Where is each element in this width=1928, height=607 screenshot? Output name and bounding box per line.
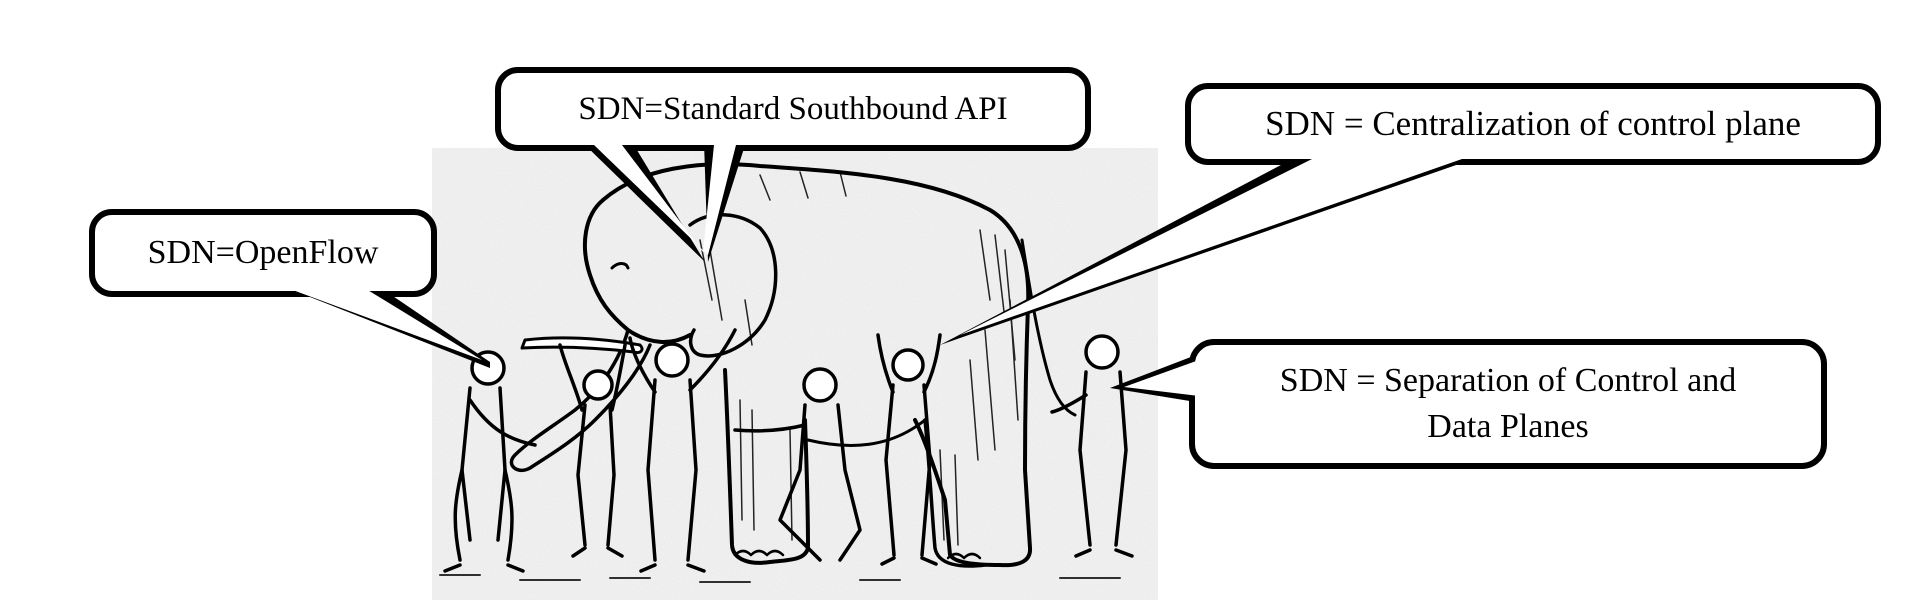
callout-separation-label-line2: Data Planes: [1427, 408, 1589, 445]
callout-separation-text: SDN = Separation of Control and Data Pla…: [1192, 342, 1824, 466]
callout-separation-label-line1: SDN = Separation of Control and: [1279, 362, 1737, 400]
callout-openflow-text: SDN=OpenFlow: [92, 212, 434, 294]
callout-southbound-label: SDN=Standard Southbound API: [578, 90, 1008, 127]
man-leg: [733, 367, 862, 562]
illustration-paper: [432, 148, 1158, 600]
callout-centralization-text: SDN = Centralization of control plane: [1188, 86, 1878, 162]
callout-centralization-bubble: [940, 83, 1881, 345]
callout-openflow-bubble: [89, 209, 490, 368]
callout-southbound-bubble: [495, 67, 1091, 262]
callout-openflow-label: SDN=OpenFlow: [147, 233, 379, 271]
blind-men-illustration: [439, 328, 1134, 583]
callout-centralization-label: SDN = Centralization of control plane: [1265, 104, 1801, 144]
callout-separation-bubble: [1110, 339, 1827, 469]
man-ear: [628, 328, 737, 573]
man-trunk: [558, 343, 627, 558]
man-side: [876, 333, 942, 566]
callout-southbound-text: SDN=Standard Southbound API: [498, 70, 1088, 148]
man-tail: [1050, 334, 1134, 558]
